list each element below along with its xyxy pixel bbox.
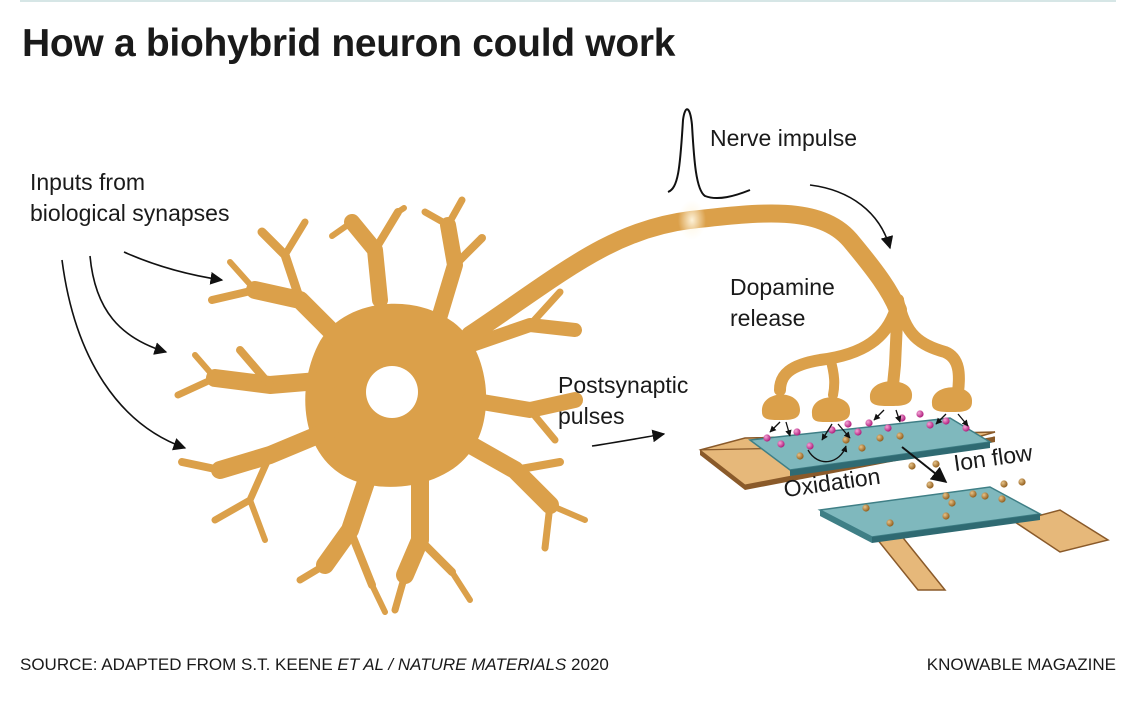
device: [698, 417, 1110, 591]
source-journal: NATURE MATERIALS: [397, 655, 567, 674]
nerve-impulse-arrow: [809, 184, 894, 250]
nerve-impulse-spike: [667, 108, 751, 200]
postsynaptic-label-line-1: Postsynaptic: [558, 372, 689, 398]
impulse-glow: [678, 200, 706, 240]
inputs-label: Inputs from biological synapses: [30, 167, 229, 229]
neuron: [174, 196, 973, 615]
dopamine-label-line-2: release: [730, 305, 806, 331]
input-arrow-1: [123, 251, 224, 285]
dopamine-release-label: Dopamine release: [730, 272, 835, 334]
channel-lower-edge: [820, 510, 872, 543]
publisher-credit: KNOWABLE MAGAZINE: [926, 655, 1116, 674]
postsynaptic-label-line-2: pulses: [558, 403, 625, 429]
source-authors: ET AL: [337, 655, 384, 674]
ion-flow-arrow: [901, 446, 948, 483]
page-title: How a biohybrid neuron could work: [22, 22, 676, 65]
inputs-label-line-1: Inputs from: [30, 169, 146, 195]
electrode-bottom-left: [871, 533, 947, 591]
postsynaptic-label: Postsynaptic pulses: [558, 370, 688, 432]
inputs-label-line-2: biological synapses: [30, 200, 230, 226]
input-arrow-3: [61, 259, 187, 451]
dopamine-label-line-1: Dopamine: [730, 274, 835, 300]
source-year: 2020: [566, 655, 609, 674]
electrode-bottom-right: [1013, 509, 1110, 553]
dopamine-release-arrows: [769, 409, 969, 463]
label-arrows: [61, 184, 894, 451]
source-credit: SOURCE: ADAPTED FROM S.T. KEENE ET AL / …: [20, 655, 609, 675]
neuron-axon: [461, 204, 907, 344]
terminal-boutons: [761, 381, 973, 422]
postsynaptic-arrow: [591, 429, 666, 447]
oxidized-molecules: [796, 432, 1026, 527]
source-separator: /: [383, 655, 398, 674]
axon-terminals: [774, 294, 965, 400]
neuron-dendrites: [174, 196, 588, 615]
source-prefix: SOURCE: ADAPTED FROM S.T. KEENE: [20, 655, 338, 674]
neuron-nucleus: [366, 366, 418, 418]
nerve-impulse-label: Nerve impulse: [710, 125, 857, 151]
input-arrow-2: [89, 255, 168, 355]
top-rule: [20, 0, 1116, 2]
